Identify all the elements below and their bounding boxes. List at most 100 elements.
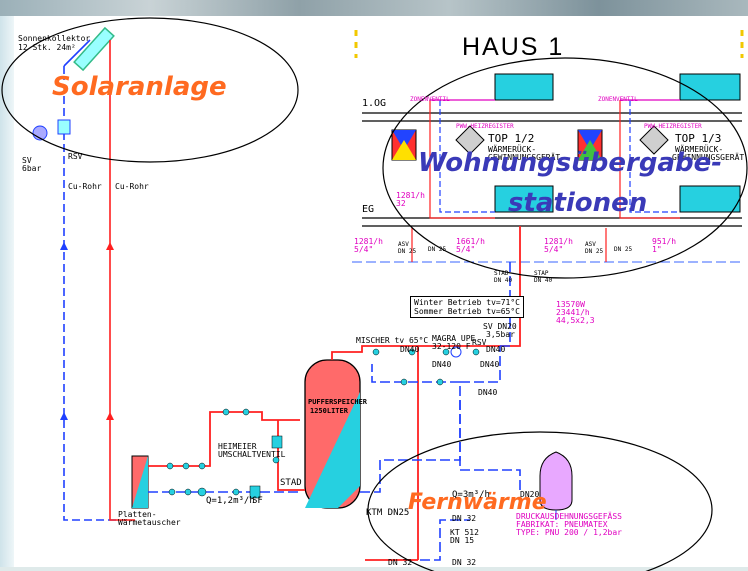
- flow-3b: 5/4": [456, 245, 476, 254]
- main-flowrate: 23441/h: [556, 308, 590, 317]
- stad-1: STAD: [494, 270, 509, 277]
- fw-manufacturer: FABRIKAT: PNEUMATEX: [516, 520, 608, 529]
- overlay-wohnungsuebergabe-2: stationen: [508, 188, 648, 218]
- overlay-fernwaerme: Fernwärme: [408, 490, 547, 515]
- wrg-b-label-2: GEWINNUNGSGERÄT: [672, 153, 745, 162]
- dn40-c: DN40: [432, 360, 452, 369]
- sv-bar-label: 3,5bar: [486, 330, 515, 339]
- exchanger-label-2: Wärmetauscher: [118, 518, 181, 527]
- solar-sv-bar: 6bar: [22, 164, 42, 173]
- stap-1-dn: DN 40: [534, 277, 553, 284]
- left-decor-band: [0, 16, 14, 571]
- pww-label-2: PWW-HEIZREGISTER: [644, 123, 702, 130]
- solar-collector: [73, 26, 115, 72]
- strainer-sf: [249, 485, 261, 499]
- pww-label-1: PWW-HEIZREGISTER: [456, 123, 514, 130]
- flow-4b: 5/4": [544, 245, 564, 254]
- zonenventil-label-2: ZONENVENTIL: [598, 96, 638, 103]
- overlay-solaranlage: Solaranlage: [52, 72, 227, 102]
- stad-1-dn: DN 40: [494, 277, 513, 284]
- magra-label-1: MAGRA UPE: [432, 334, 476, 343]
- storage-label-1: PUFFERSPEICHER: [308, 398, 368, 406]
- fw-dn32-a: DN 32: [452, 514, 477, 523]
- flow-5b: 1": [652, 245, 662, 254]
- circulation-pump: [450, 346, 462, 358]
- exchanger-label-1: Platten-: [118, 510, 157, 519]
- asv-1: ASV: [398, 241, 409, 248]
- fw-q: Q=3m³/h: [452, 490, 490, 500]
- heimeier-valve: [271, 435, 283, 449]
- flow-3a: 1661/h: [456, 237, 485, 246]
- fw-vessel-label: DRUCKAUSDEHNUNGSGEFÄSS: [516, 512, 622, 521]
- solar-sv-label: SV: [22, 156, 32, 165]
- main-pipe-size: 44,5x2,3: [556, 316, 595, 325]
- heimeier-label-1: HEIMEIER: [218, 442, 257, 451]
- solar-pump: [57, 119, 71, 135]
- pipe-left-label: Cu-Rohr: [68, 182, 102, 191]
- operation-box: Winter Betrieb tv=71°C Sommer Betrieb tv…: [410, 296, 524, 318]
- header-photo-strip: [0, 0, 748, 16]
- yellow-divider-lines: [354, 30, 744, 58]
- top-b-label: TOP 1/3: [675, 132, 722, 145]
- zonenventil-label-1: ZONENVENTIL: [410, 96, 450, 103]
- flow-1b: 32: [396, 199, 406, 208]
- expansion-vessel: [539, 451, 573, 511]
- pipe-right-label: Cu-Rohr: [115, 182, 149, 191]
- collector-label-2: 12 Stk. 24m²: [18, 43, 76, 52]
- rsv-label: RSV: [472, 338, 487, 347]
- flow-4a: 1281/h: [544, 237, 573, 246]
- floor-og: 1.OG: [362, 98, 387, 109]
- fw-dn32-c: DN 32: [452, 558, 477, 567]
- fw-ktm: KTM DN25: [366, 508, 410, 518]
- asv-2: ASV: [585, 241, 596, 248]
- top-a-label: TOP 1/2: [488, 132, 535, 145]
- highlight-ellipses: [1, 17, 748, 571]
- fw-dn32-b: DN 32: [388, 558, 413, 567]
- wrg-b-label-1: WÄRMERÜCK-: [675, 145, 724, 154]
- page-title: HAUS 1: [462, 33, 565, 61]
- dn25-a: DN 25: [428, 246, 447, 253]
- overlay-wohnungsuebergabe-1: Wohnungsübergabe-: [418, 148, 723, 178]
- flow-q-label: Q=1,2m³/h: [206, 496, 255, 506]
- storage-label-2: 1250LITER: [310, 407, 348, 415]
- dn40-d: DN40: [480, 360, 500, 369]
- fw-type: TYPE: PNU 200 / 1,2bar: [516, 528, 622, 537]
- fw-dn20: DN20: [520, 490, 540, 499]
- flow-5a: 951/h: [652, 237, 677, 246]
- floor-eg: EG: [362, 204, 375, 215]
- collector-label-1: Sonnenkollektor: [18, 34, 91, 43]
- dn40-a: DN40: [400, 345, 420, 354]
- fw-kt-2: DN 15: [450, 536, 475, 545]
- sv-dn20-label: SV DN20: [483, 322, 517, 331]
- apartment-piping: [411, 99, 680, 262]
- flow-2a: 1281/h: [354, 237, 383, 246]
- flow-1a: 1281/h: [396, 191, 425, 200]
- summer-operation: Sommer Betrieb tv=65°C: [414, 307, 520, 316]
- flow-2b: 5/4": [354, 245, 374, 254]
- return-pipes-blue: [148, 262, 521, 561]
- stap-1: STAP: [534, 270, 549, 277]
- solar-rsv-label: RSV: [68, 152, 83, 161]
- winter-operation: Winter Betrieb tv=71°C: [414, 298, 520, 307]
- heat-recovery-units: [391, 129, 603, 161]
- wrg-a-label-2: GEWINNUNGSGERÄT: [488, 153, 561, 162]
- mischer-label: MISCHER tv 65°C: [356, 336, 429, 345]
- bottom-decor-band: [0, 567, 748, 571]
- stad-label: STAD: [280, 478, 302, 488]
- solar-pipes: [63, 39, 135, 521]
- asv-2-dn: DN 25: [585, 248, 604, 255]
- wrg-a-label-1: WÄRMERÜCK-: [488, 145, 537, 154]
- sf-label: SF: [252, 496, 263, 506]
- fw-kt-1: KT 512: [450, 528, 479, 537]
- valve-symbols: [166, 348, 480, 497]
- dn40-b: DN40: [486, 345, 506, 354]
- asv-1-dn: DN 25: [398, 248, 417, 255]
- dn25-b: DN 25: [614, 246, 633, 253]
- magra-label-2: 32-120 F: [432, 342, 471, 351]
- heimeier-label-2: UMSCHALTVENTIL: [218, 450, 286, 459]
- heating-registers: [455, 125, 669, 155]
- dn40-e: DN40: [478, 388, 498, 397]
- ventilation-units: [494, 73, 741, 213]
- main-power: 13570W: [556, 300, 585, 309]
